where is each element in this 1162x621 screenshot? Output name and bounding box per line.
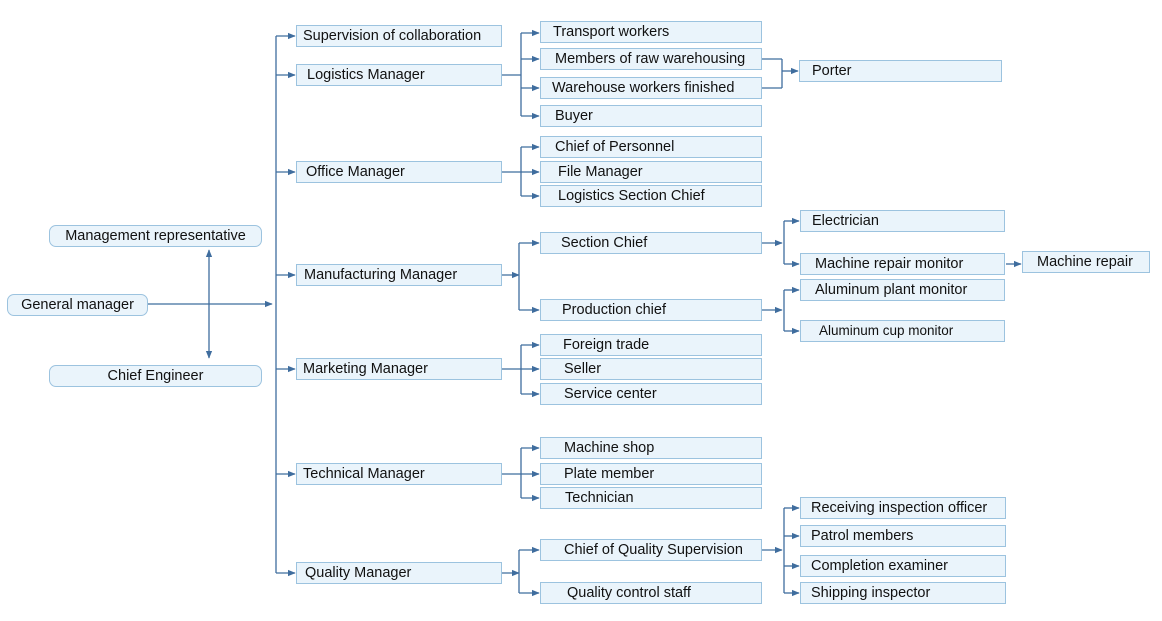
node-seller: Seller [540,358,762,380]
node-chief-of-personnel: Chief of Personnel [540,136,762,158]
node-label: Manufacturing Manager [304,266,458,283]
node-label: Seller [564,360,602,377]
node-shipping-inspector: Shipping inspector [800,582,1006,604]
node-label: Service center [564,385,657,402]
node-label: Machine repair [1037,253,1133,270]
node-management-representative: Management representative [49,225,262,247]
node-section-chief: Section Chief [540,232,762,254]
node-aluminum-cup-monitor: Aluminum cup monitor [800,320,1005,342]
node-logistics-section-chief: Logistics Section Chief [540,185,762,207]
node-receiving-inspection-officer: Receiving inspection officer [800,497,1006,519]
node-label: Management representative [65,227,246,244]
node-machine-repair-monitor: Machine repair monitor [800,253,1005,275]
node-label: Quality control staff [567,584,691,601]
node-label: Technical Manager [303,465,425,482]
node-porter: Porter [799,60,1002,82]
node-label: Completion examiner [811,557,949,574]
node-members-of-raw-warehousing: Members of raw warehousing [540,48,762,70]
node-label: Supervision of collaboration [303,27,482,44]
node-label: Warehouse workers finished [552,79,735,96]
node-marketing-manager: Marketing Manager [296,358,502,380]
node-patrol-members: Patrol members [800,525,1006,547]
node-label: Production chief [562,301,666,318]
node-file-manager: File Manager [540,161,762,183]
node-logistics-manager: Logistics Manager [296,64,502,86]
node-completion-examiner: Completion examiner [800,555,1006,577]
node-label: Foreign trade [563,336,650,353]
node-production-chief: Production chief [540,299,762,321]
node-label: Chief Engineer [107,367,204,384]
node-aluminum-plant-monitor: Aluminum plant monitor [800,279,1005,301]
node-label: Receiving inspection officer [811,499,988,516]
node-technical-manager: Technical Manager [296,463,502,485]
node-label: Section Chief [561,234,648,251]
node-machine-shop: Machine shop [540,437,762,459]
node-general-manager: General manager [7,294,148,316]
node-label: Aluminum cup monitor [819,323,954,339]
node-label: Porter [812,62,852,79]
node-label: Chief of Personnel [555,138,675,155]
node-label: Buyer [555,107,593,124]
node-label: Members of raw warehousing [555,50,746,67]
node-label: Aluminum plant monitor [815,281,968,298]
node-label: Office Manager [306,163,405,180]
node-label: Logistics Section Chief [558,187,705,204]
node-label: Electrician [812,212,879,229]
node-technician: Technician [540,487,762,509]
node-transport-workers: Transport workers [540,21,762,43]
node-quality-manager: Quality Manager [296,562,502,584]
node-buyer: Buyer [540,105,762,127]
node-label: Shipping inspector [811,584,931,601]
node-quality-control-staff: Quality control staff [540,582,762,604]
node-machine-repair: Machine repair [1022,251,1150,273]
node-label: Logistics Manager [307,66,425,83]
node-label: General manager [21,296,134,313]
node-label: Machine repair monitor [815,255,964,272]
node-label: Patrol members [811,527,914,544]
node-electrician: Electrician [800,210,1005,232]
node-foreign-trade: Foreign trade [540,334,762,356]
node-plate-member: Plate member [540,463,762,485]
node-supervision-of-collaboration: Supervision of collaboration [296,25,502,47]
node-label: File Manager [558,163,643,180]
node-label: Machine shop [564,439,655,456]
node-label: Technician [565,489,634,506]
node-label: Chief of Quality Supervision [564,541,743,558]
node-label: Plate member [564,465,655,482]
node-label: Marketing Manager [303,360,428,377]
node-chief-of-quality-supervision: Chief of Quality Supervision [540,539,762,561]
node-chief-engineer: Chief Engineer [49,365,262,387]
node-warehouse-workers-finished: Warehouse workers finished [540,77,762,99]
node-label: Quality Manager [305,564,412,581]
node-office-manager: Office Manager [296,161,502,183]
node-service-center: Service center [540,383,762,405]
node-label: Transport workers [553,23,670,40]
node-manufacturing-manager: Manufacturing Manager [296,264,502,286]
